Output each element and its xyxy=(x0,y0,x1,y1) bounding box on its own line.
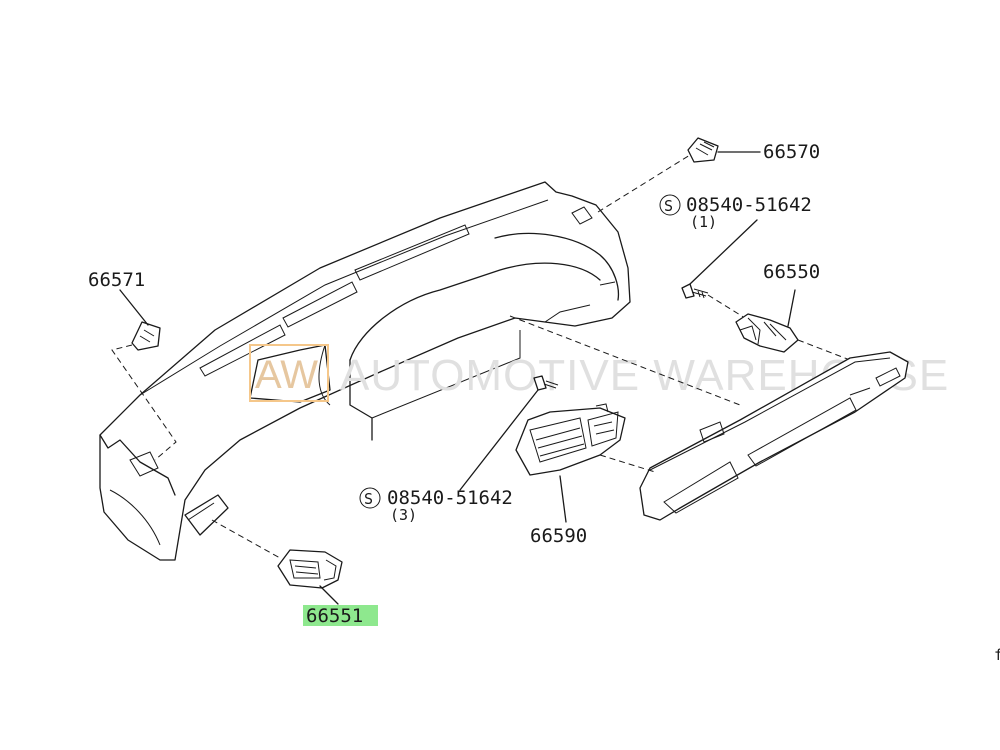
part-66551 xyxy=(211,519,343,605)
label-screw-mid-number: 08540-51642 xyxy=(387,487,513,509)
watermark-logo-box xyxy=(249,344,329,402)
label-screw-top-qty: (1) xyxy=(690,213,717,231)
part-66590 xyxy=(515,403,656,523)
part-66571 xyxy=(111,289,177,461)
label-screw-top-number: 08540-51642 xyxy=(686,194,812,216)
watermark-logo: AW xyxy=(255,353,318,397)
label-66570: 66570 xyxy=(763,141,820,163)
s-symbol-mid-letter: S xyxy=(364,490,373,508)
corner-mark: f xyxy=(994,646,1000,664)
label-66571: 66571 xyxy=(88,269,145,291)
s-symbol-mid xyxy=(359,487,381,509)
label-66551[interactable]: 66551 xyxy=(306,605,363,627)
screw-top xyxy=(681,219,758,319)
highlight-66551 xyxy=(303,605,378,626)
screw-mid xyxy=(459,375,559,491)
label-screw-mid-qty: (3) xyxy=(390,506,417,524)
label-66590: 66590 xyxy=(530,525,587,547)
s-symbol-top-letter: S xyxy=(664,197,673,215)
garnish-panel-right xyxy=(509,315,909,521)
part-66550 xyxy=(735,289,851,361)
label-66550: 66550 xyxy=(763,261,820,283)
dashboard-panel xyxy=(99,181,631,561)
s-symbol-top xyxy=(659,194,681,216)
part-66570 xyxy=(597,137,761,213)
